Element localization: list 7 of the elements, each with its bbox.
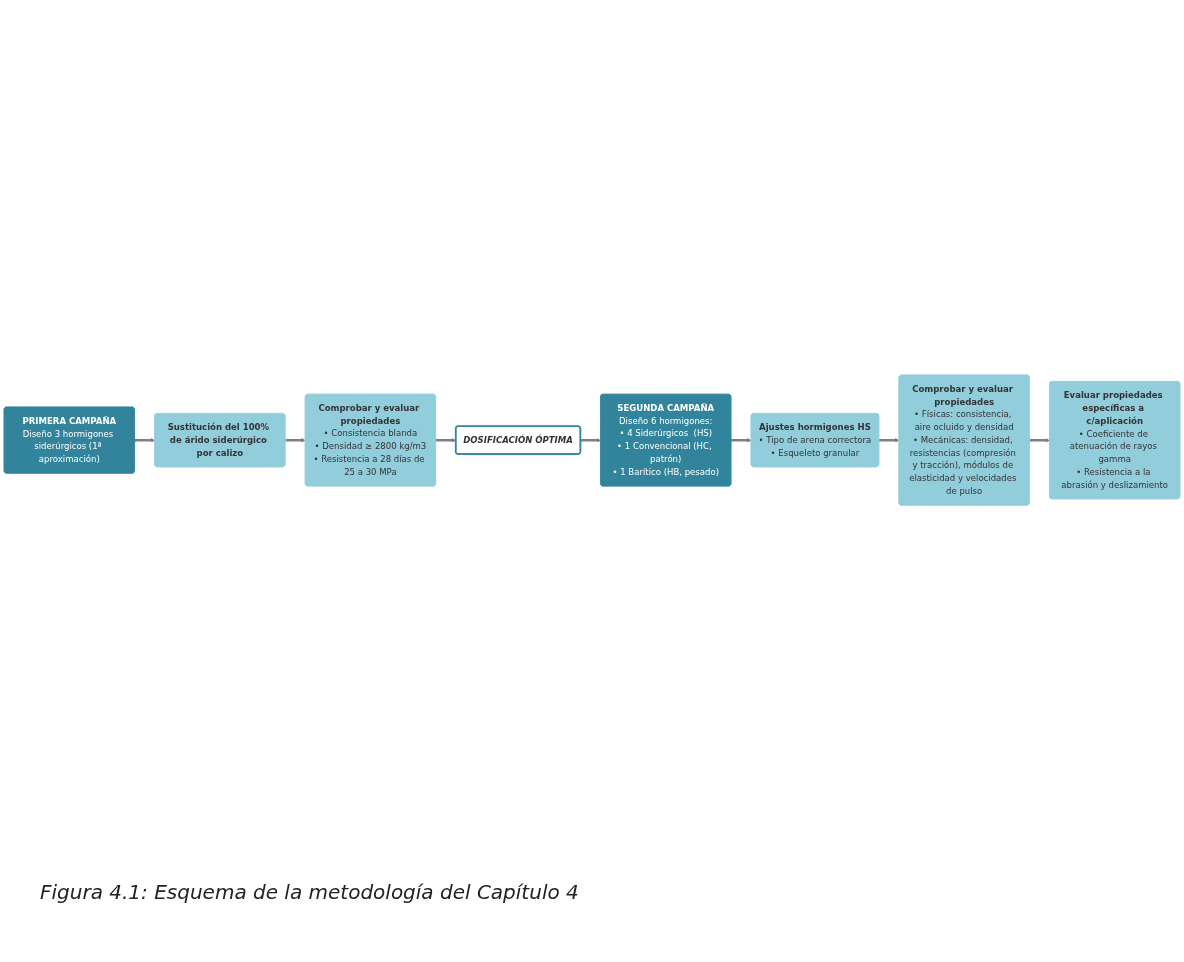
arrow [134,437,156,443]
arrow [580,437,601,443]
arrow [1029,437,1050,443]
figure-caption: Figura 4.1: Esquema de la metodología del Capítulo 4 [39,880,579,904]
arrow [285,437,306,443]
arrow [731,437,752,443]
arrow [879,437,900,443]
